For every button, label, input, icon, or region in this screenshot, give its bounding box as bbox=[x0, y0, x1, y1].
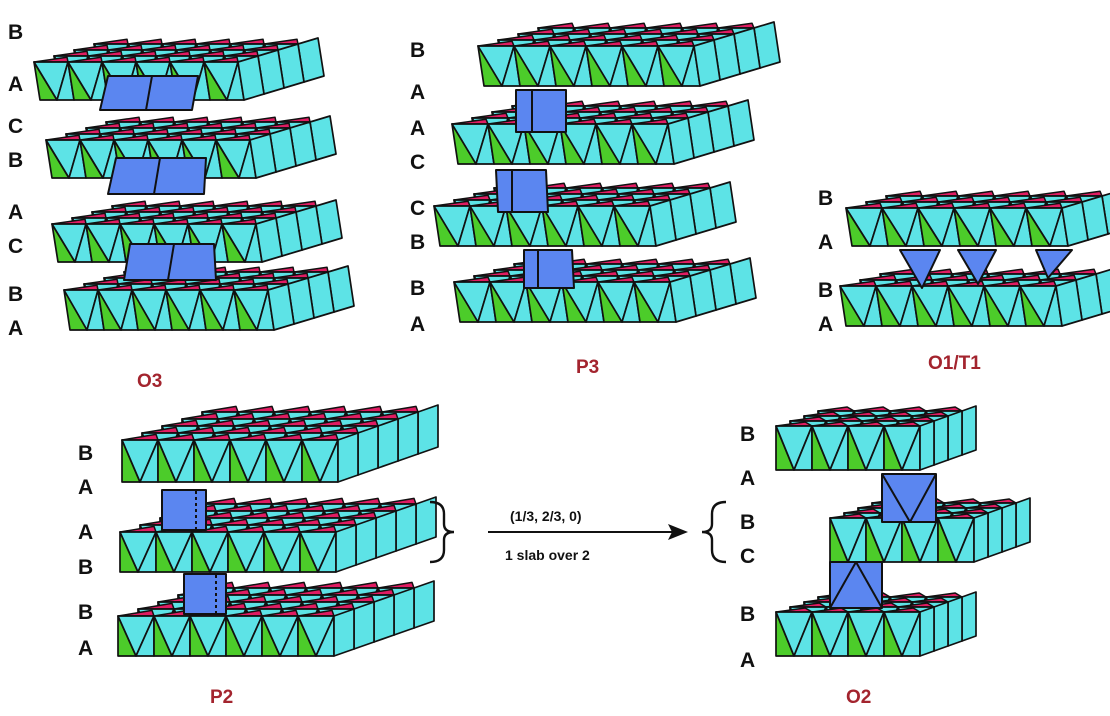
interlayer-prism bbox=[1035, 249, 1073, 279]
octahedron-end-face bbox=[375, 510, 397, 559]
octahedron-end-face bbox=[947, 596, 963, 647]
stack-label: A bbox=[8, 73, 24, 96]
arrow-head-icon bbox=[668, 524, 688, 540]
octahedron-end-face bbox=[961, 405, 977, 456]
stack-label: A bbox=[818, 231, 834, 254]
stack-label: C bbox=[8, 235, 24, 258]
prism-edge bbox=[855, 561, 883, 609]
panel-title-o3: O3 bbox=[137, 371, 163, 392]
octahedron-end-face bbox=[987, 507, 1003, 558]
interlayer-prism bbox=[161, 489, 207, 531]
stack-label: C bbox=[740, 545, 756, 568]
stack-label: A bbox=[410, 117, 426, 140]
octahedron-end-face bbox=[417, 404, 439, 455]
octahedron-end-face bbox=[669, 275, 697, 323]
panel-title-p2: P2 bbox=[210, 687, 234, 708]
prism-edge bbox=[145, 75, 153, 111]
interlayer-prism bbox=[495, 169, 549, 213]
octahedron-end-face bbox=[249, 133, 277, 179]
octahedron-end-face bbox=[947, 410, 963, 461]
stack-label: A bbox=[740, 467, 756, 490]
stack-label: B bbox=[818, 279, 834, 302]
octahedron-end-face bbox=[413, 580, 435, 629]
octahedron-end-face bbox=[973, 512, 989, 563]
left-brace-icon bbox=[701, 500, 727, 564]
stack-label: C bbox=[410, 197, 426, 220]
prism-edge bbox=[881, 473, 911, 523]
stack-label: B bbox=[8, 149, 24, 172]
transformation-description: 1 slab over 2 bbox=[505, 547, 590, 563]
stack-label: A bbox=[78, 476, 94, 499]
stack-label: A bbox=[8, 317, 24, 340]
octahedron-end-face bbox=[933, 415, 949, 466]
octahedron-end-face bbox=[933, 601, 949, 652]
stack-label: A bbox=[78, 521, 94, 544]
stack-label: B bbox=[740, 603, 756, 626]
stack-label: B bbox=[818, 187, 834, 210]
stack-label: B bbox=[78, 556, 94, 579]
stack-label: A bbox=[410, 313, 426, 336]
octahedron-end-face bbox=[961, 591, 977, 642]
prism-edge bbox=[909, 473, 937, 523]
right-brace-icon bbox=[429, 500, 455, 564]
prism-edge bbox=[829, 561, 857, 609]
octahedron-end-face bbox=[353, 601, 375, 650]
interlayer-prism bbox=[183, 573, 227, 615]
octahedron-end-face bbox=[919, 606, 935, 657]
octahedron-end-face bbox=[1001, 502, 1017, 553]
stack-label: B bbox=[740, 423, 756, 446]
interlayer-prism bbox=[899, 249, 941, 289]
stack-label: A bbox=[410, 81, 426, 104]
interlayer-prism bbox=[829, 561, 883, 609]
octahedron-end-face bbox=[355, 517, 377, 566]
translation-vector-label: (1/3, 2/3, 0) bbox=[510, 508, 582, 524]
panel-title-o1-t1: O1/T1 bbox=[928, 353, 981, 374]
stack-label: B bbox=[410, 277, 426, 300]
stack-label: B bbox=[8, 21, 24, 44]
octahedron-end-face bbox=[333, 608, 355, 657]
stack-label: B bbox=[78, 442, 94, 465]
octahedron-end-face bbox=[255, 217, 283, 263]
octahedron-end-face bbox=[649, 199, 677, 247]
prism-edge bbox=[167, 243, 175, 281]
octahedron-end-face bbox=[919, 420, 935, 471]
stack-label: B bbox=[410, 231, 426, 254]
octahedron-end-face bbox=[667, 117, 695, 165]
octahedron-end-face bbox=[395, 503, 417, 552]
octahedron-end-face bbox=[1061, 201, 1089, 247]
stack-label: C bbox=[410, 151, 426, 174]
interlayer-prism bbox=[881, 473, 937, 523]
octahedron-end-face bbox=[393, 587, 415, 636]
stack-label: B bbox=[740, 511, 756, 534]
stack-label: B bbox=[410, 39, 426, 62]
stack-label: A bbox=[818, 313, 834, 336]
interlayer-prism bbox=[523, 249, 575, 289]
stack-label: C bbox=[8, 115, 24, 138]
interlayer-prism bbox=[957, 249, 997, 285]
stack-label: A bbox=[740, 649, 756, 672]
stack-label: A bbox=[8, 201, 24, 224]
octahedron-end-face bbox=[693, 39, 721, 87]
octahedron-end-face bbox=[373, 594, 395, 643]
octahedron-end-face bbox=[267, 283, 295, 331]
stack-label: B bbox=[78, 601, 94, 624]
prism-edge bbox=[153, 157, 161, 195]
octahedron-end-face bbox=[1055, 279, 1083, 327]
panel-title-p3: P3 bbox=[576, 357, 600, 378]
stack-label: B bbox=[8, 283, 24, 306]
octahedron-end-face bbox=[337, 432, 359, 483]
octahedron-end-face bbox=[397, 411, 419, 462]
panel-title-o2: O2 bbox=[846, 687, 872, 708]
octahedron-end-face bbox=[1015, 497, 1031, 548]
octahedron-end-face bbox=[237, 55, 265, 101]
octahedron-end-face bbox=[335, 524, 357, 573]
octahedron-end-face bbox=[415, 496, 437, 545]
octahedron-end-face bbox=[377, 418, 399, 469]
stack-label: A bbox=[78, 637, 94, 660]
octahedron-end-face bbox=[357, 425, 379, 476]
interlayer-prism bbox=[515, 89, 567, 133]
